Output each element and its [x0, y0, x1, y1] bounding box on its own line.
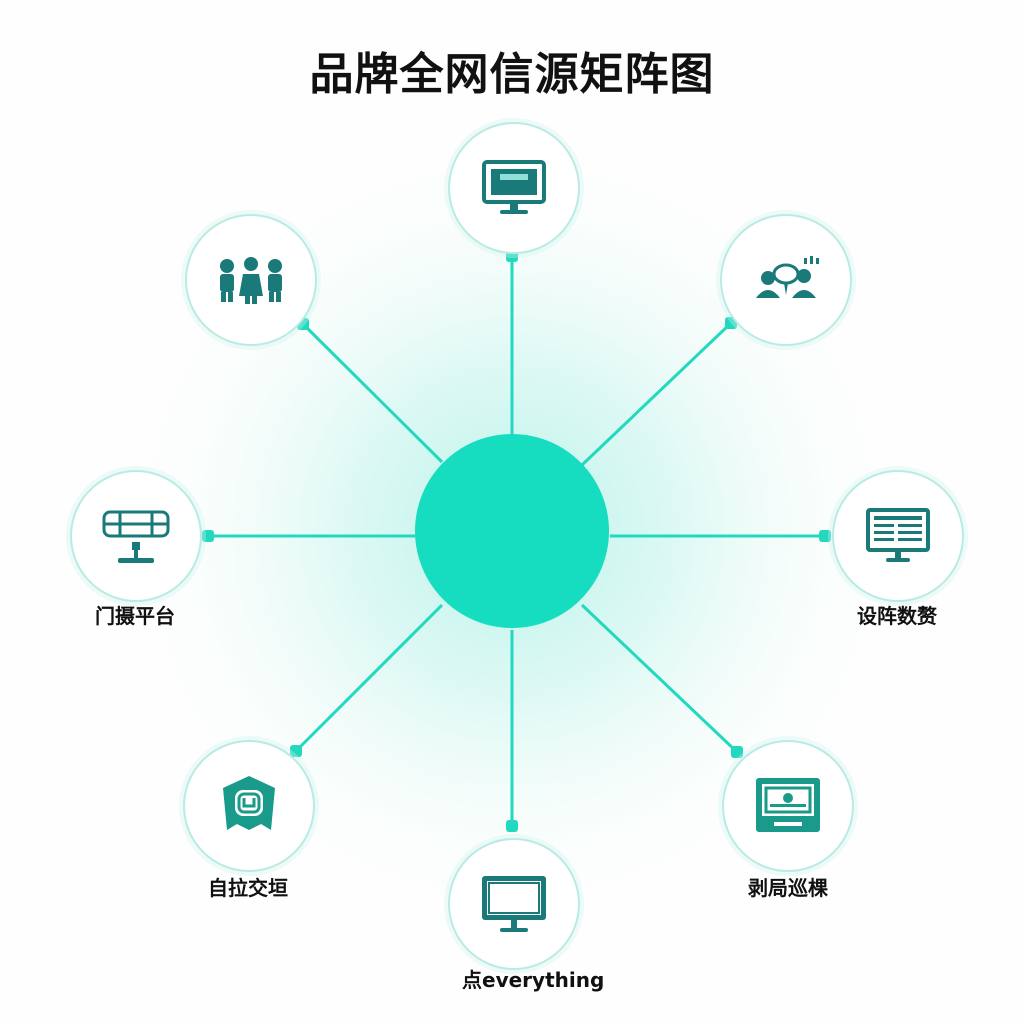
- label-bottom: 点everything: [462, 968, 605, 992]
- connector-bottom-left: [290, 745, 302, 757]
- label-right: 设阵数赘: [857, 604, 937, 628]
- spokes: [208, 256, 825, 826]
- diagram-title: 品牌全网信源矩阵图: [309, 49, 715, 100]
- monitor-icon: [482, 876, 546, 932]
- spoke-bottom-right: [580, 603, 739, 754]
- spoke-top-right: [580, 321, 733, 467]
- connector-left: [202, 530, 214, 542]
- node-top-left: [185, 214, 317, 346]
- node-bottom: [448, 838, 580, 970]
- spoke-top-left: [301, 322, 444, 464]
- monitor-icon: [482, 160, 546, 214]
- node-top-right: [720, 214, 852, 346]
- node-top: [448, 122, 580, 254]
- label-left: 门摄平台: [95, 604, 175, 628]
- video-card-icon: [756, 778, 820, 832]
- data-screen-icon: [866, 508, 930, 562]
- label-bottom-right: 剥局巡棵: [748, 876, 828, 900]
- node-bottom-left: [183, 740, 315, 872]
- node-left: [70, 470, 202, 602]
- people-group-icon: [220, 257, 282, 304]
- discussion-group-icon: [756, 256, 819, 298]
- connector-right: [819, 530, 831, 542]
- central-hub: [415, 434, 609, 628]
- connector-bottom-right: [731, 746, 743, 758]
- connector-bottom: [506, 820, 518, 832]
- shield-badge-icon: [223, 776, 275, 830]
- node-bottom-right: [722, 740, 854, 872]
- node-right: [832, 470, 964, 602]
- spoke-bottom-left: [294, 603, 444, 753]
- billboard-icon: [102, 510, 170, 563]
- label-bottom-left: 自拉交垣: [208, 876, 288, 900]
